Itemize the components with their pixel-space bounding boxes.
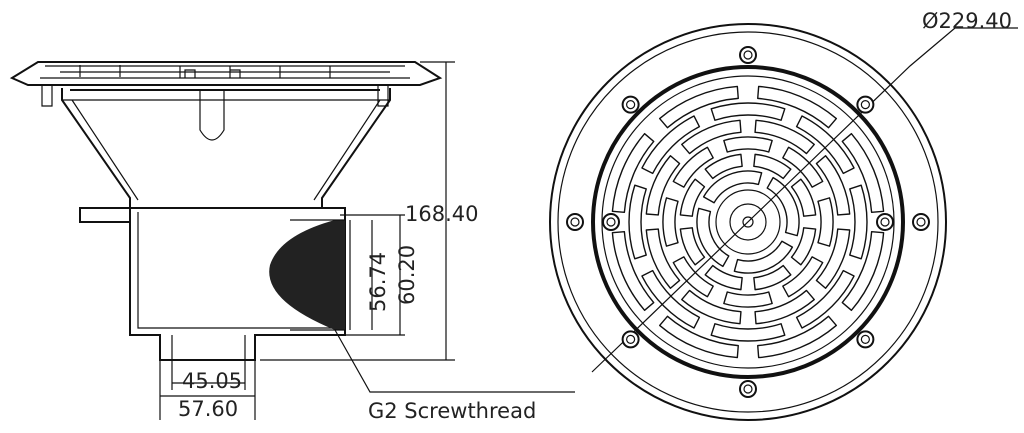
screw-thread	[269, 220, 345, 330]
outlet-inner-label: 45.05	[182, 369, 242, 393]
flange-inner-edge	[557, 31, 939, 413]
height-label: 168.40	[405, 202, 478, 226]
bolt-head	[626, 334, 636, 344]
bolt-hole	[876, 213, 894, 231]
height-dimension-line	[260, 61, 455, 361]
grate-slot	[645, 155, 681, 216]
grate-slot	[702, 170, 763, 204]
grate-slot	[753, 153, 792, 180]
outlet-outer-label: 57.60	[178, 397, 238, 421]
bolt-head	[880, 217, 890, 227]
grate-slot	[790, 178, 817, 217]
thread-outer-label: 60.20	[395, 245, 419, 305]
bolt-hole	[566, 213, 584, 231]
grate-slot	[658, 315, 739, 359]
grate-slot	[710, 102, 786, 121]
funnel-body	[61, 88, 391, 208]
thread-inner-label: 56.74	[366, 252, 390, 312]
bolt-hole	[912, 213, 930, 231]
grate-slot	[782, 256, 824, 298]
bolt-head	[570, 217, 580, 227]
diameter-label: Ø229.40	[922, 9, 1012, 33]
outer-flange-circle	[549, 23, 947, 421]
grate-slot	[795, 269, 855, 329]
grate-slot	[817, 197, 834, 247]
grate-slot	[710, 323, 786, 342]
grate-slot	[681, 119, 742, 155]
grate-slot	[754, 119, 815, 155]
bolt-head	[916, 217, 926, 227]
bolt-hole	[739, 380, 757, 398]
outlet-dimension-lines	[159, 360, 256, 420]
grate-center	[742, 216, 754, 228]
top-flange	[9, 61, 443, 86]
grate-slot	[841, 132, 885, 213]
grate-slot	[849, 184, 868, 260]
diameter-dimension-line	[591, 27, 1018, 373]
grate-slot	[681, 289, 742, 325]
grate-slot	[662, 197, 679, 247]
grate-slot	[641, 115, 701, 175]
grate-slot	[658, 85, 739, 129]
cylinder-inner	[137, 212, 338, 360]
bolt-hole	[856, 95, 875, 114]
grate-slot	[628, 184, 647, 260]
bolt-hole	[602, 213, 620, 231]
grate-slot	[704, 264, 743, 291]
bolt-hole	[621, 95, 640, 114]
bolt-head	[626, 100, 636, 110]
grate-slot	[766, 176, 800, 237]
bolt-hole	[621, 330, 640, 349]
grate-slot	[672, 256, 714, 298]
bolt-head	[860, 100, 870, 110]
grate-slot	[757, 85, 838, 129]
grate-slot	[754, 289, 815, 325]
grate-slot	[611, 132, 655, 213]
grate-slot	[733, 240, 794, 274]
grate-slot	[723, 291, 773, 308]
thread-dimension-lines	[371, 215, 401, 335]
thread-note: G2 Screwthread	[368, 399, 536, 423]
thread-lines	[290, 214, 405, 336]
grate-slot	[679, 227, 706, 266]
grate-slot	[723, 136, 773, 153]
grate-slot	[815, 155, 851, 216]
grate-slot	[841, 231, 885, 312]
flange-details	[40, 65, 410, 107]
grate-slot	[790, 227, 817, 266]
grate-hub-inner	[729, 203, 767, 241]
grate-slot	[795, 115, 855, 175]
side-view: 168.40 56.74 60.20 45.05 57.60 G2 Screwt…	[9, 61, 575, 423]
grate-slot	[757, 315, 838, 359]
thread-leader-line	[334, 329, 575, 393]
bolt-hole	[856, 330, 875, 349]
bolt-head	[743, 384, 753, 394]
top-view: Ø229.40	[549, 9, 1018, 421]
grate-slot	[704, 153, 743, 180]
bolt-head	[606, 217, 616, 227]
grate-slot	[641, 269, 701, 329]
bolt-hole	[739, 46, 757, 64]
grate-slot	[696, 207, 730, 268]
grate-slot	[672, 146, 714, 188]
bolt-head	[743, 50, 753, 60]
grate-slot	[611, 231, 655, 312]
grate-slot	[645, 228, 681, 289]
grate-slot	[679, 178, 706, 217]
bolt-head	[860, 334, 870, 344]
grate-rim	[591, 65, 905, 379]
grate-slot	[753, 264, 792, 291]
grate-hub	[715, 189, 781, 255]
grate-slot	[815, 228, 851, 289]
grate-slot	[782, 146, 824, 188]
funnel-inner	[62, 90, 390, 201]
